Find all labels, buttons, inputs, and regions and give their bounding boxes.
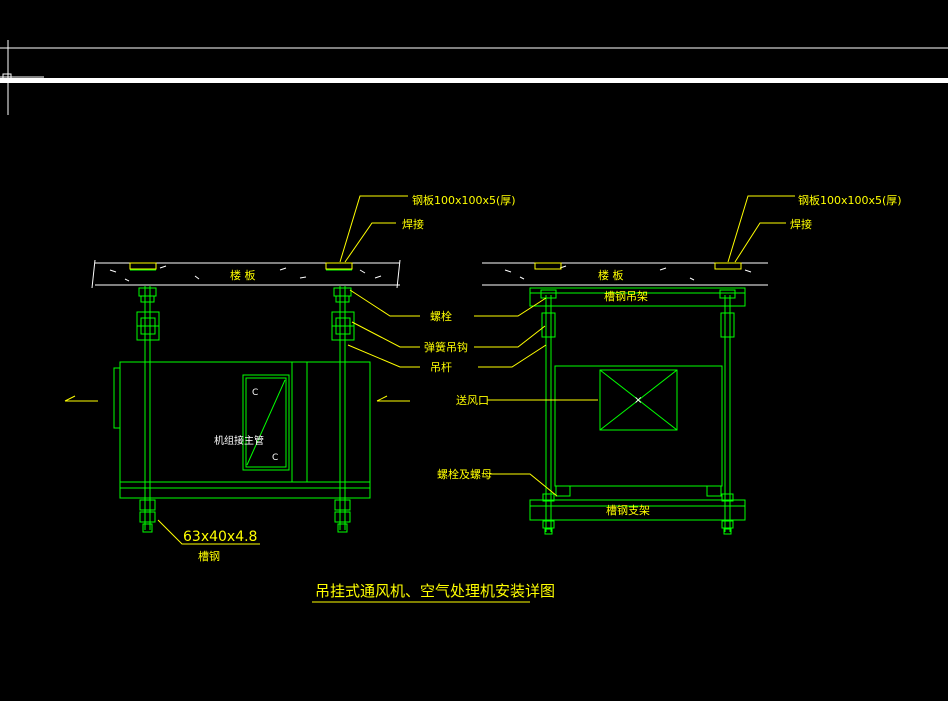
spring-hanger-left-2 — [331, 311, 355, 341]
weld-label-left: 焊接 — [402, 217, 424, 231]
steel-plate-label-left: 钢板100x100x5(厚) — [412, 193, 516, 207]
drawing-title: 吊挂式通风机、空气处理机安装详图 — [312, 582, 555, 603]
air-handling-unit-left: C C 机组接主管 — [113, 361, 371, 483]
channel-support-label: 槽钢支架 — [606, 504, 650, 517]
floor-slab-left — [91, 259, 401, 289]
leader-lines-right — [474, 195, 795, 497]
channel-size-label: 63x40x4.8 — [183, 529, 257, 545]
bolt-label: 螺栓 — [430, 309, 452, 323]
left-view: C C 机组接主管 楼 板 — [64, 193, 516, 563]
steel-plate-label-right: 钢板100x100x5(厚) — [798, 193, 902, 207]
spring-hangers-right — [541, 312, 735, 338]
floor-slab-right — [482, 262, 768, 286]
hanger-rods-left — [144, 286, 346, 530]
channel-label: 槽钢 — [198, 550, 220, 563]
spring-hanger-left-1 — [136, 311, 160, 341]
channel-steel-base-left — [119, 481, 371, 499]
bolt-nut-label: 螺栓及螺母 — [437, 467, 492, 481]
bolt-nuts-top-left — [138, 287, 352, 303]
slab-label-left: 楼 板 — [230, 268, 256, 282]
channel-hanger-frame — [529, 287, 746, 307]
air-handling-unit-right: × — [554, 365, 723, 497]
spring-hanger-label: 弹簧吊钩 — [424, 340, 468, 354]
unit-text: 机组接主管 — [214, 434, 264, 447]
channel-support-frame — [529, 493, 746, 535]
hanger-rods-right — [540, 289, 736, 532]
right-view: × 楼 板 槽钢吊架 槽钢支架 钢板100x100x5(厚) — [437, 193, 902, 535]
title-text: 吊挂式通风机、空气处理机安装详图 — [315, 582, 555, 600]
slab-label-right: 楼 板 — [598, 268, 624, 282]
rod-label: 吊杆 — [430, 360, 452, 374]
supply-outlet-label: 送风口 — [456, 393, 489, 407]
svg-text:C: C — [252, 388, 258, 398]
weld-label-right: 焊接 — [790, 217, 812, 231]
drawing-frame — [0, 40, 948, 115]
svg-text:×: × — [634, 395, 642, 406]
bolt-nuts-bottom-left — [139, 499, 351, 533]
channel-hanger-label: 槽钢吊架 — [604, 290, 648, 303]
svg-text:C: C — [272, 453, 278, 463]
leader-lines-left — [157, 195, 420, 545]
section-marks-left — [64, 395, 410, 402]
